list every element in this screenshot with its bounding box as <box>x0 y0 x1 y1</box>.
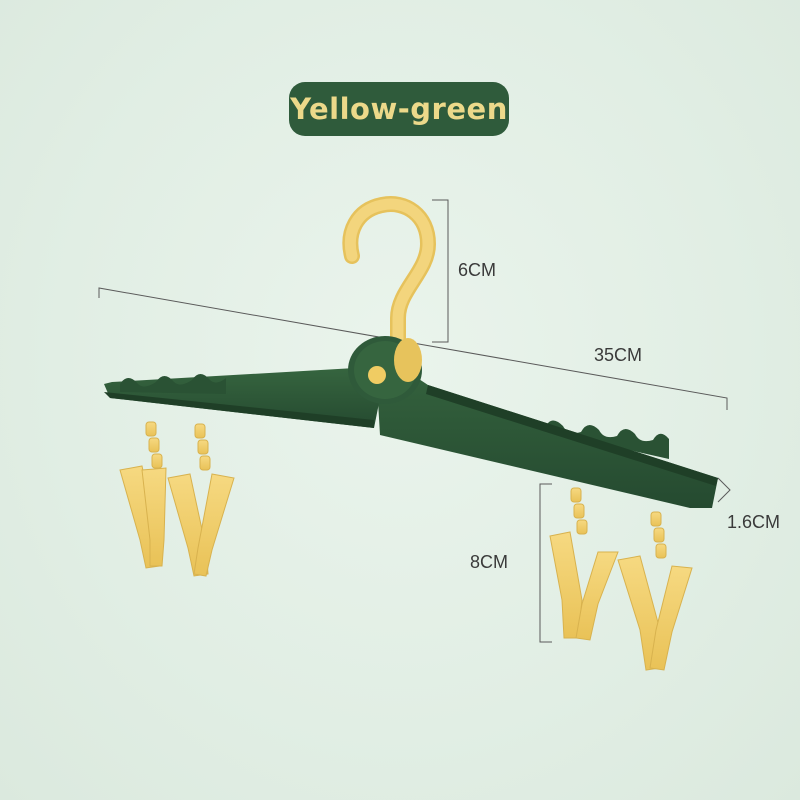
thickness-line <box>717 477 731 503</box>
clip-length-label: 8CM <box>470 552 509 572</box>
color-variant-label: Yellow-green <box>290 92 508 126</box>
clip-length-line <box>539 483 552 643</box>
hanger-hook <box>342 196 437 360</box>
width-label: 35CM <box>594 345 643 365</box>
hook-height-label: 6CM <box>458 260 497 280</box>
right-clips <box>549 487 693 671</box>
color-variant-badge: Yellow-green <box>289 82 509 136</box>
hinge <box>348 336 422 404</box>
right-arm <box>375 350 718 508</box>
left-arm <box>104 368 380 428</box>
hook-height-line <box>432 199 449 343</box>
left-clips <box>119 421 235 577</box>
thickness-label: 1.6CM <box>727 512 781 532</box>
